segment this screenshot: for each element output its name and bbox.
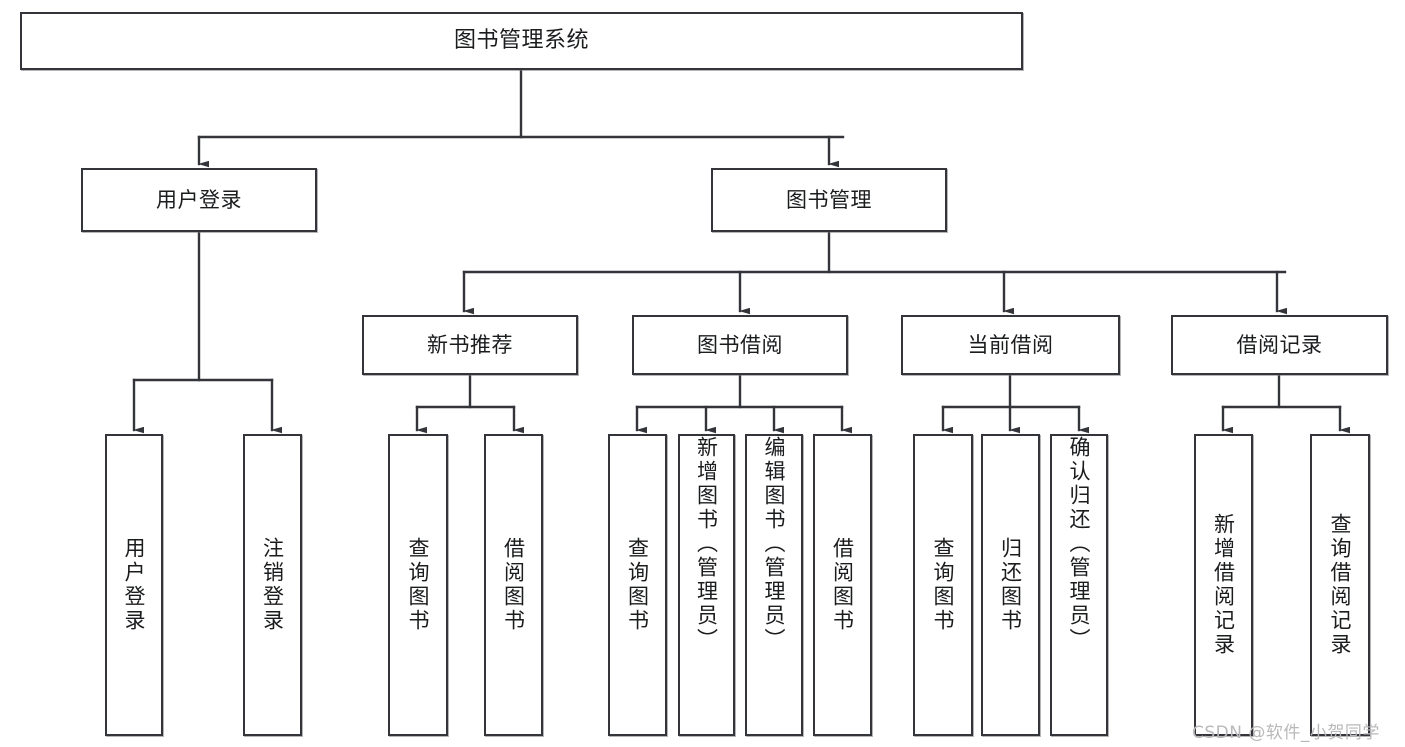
leaf-query-book-borrow[interactable]: 查询图书 xyxy=(608,434,667,736)
leaf-user-login[interactable]: 用户登录 xyxy=(105,434,163,736)
leaf-borrow-book-newbook-label: 借阅图书 xyxy=(501,537,526,633)
leaf-add-borrow-record[interactable]: 新增借阅记录 xyxy=(1194,434,1253,736)
leaf-query-book-newbook[interactable]: 查询图书 xyxy=(388,434,448,736)
leaf-logout[interactable]: 注销登录 xyxy=(243,434,302,736)
leaf-confirm-return-admin[interactable]: 确认归还（管理员） xyxy=(1050,434,1108,736)
leaf-logout-label: 注销登录 xyxy=(260,537,285,633)
leaf-user-login-label: 用户登录 xyxy=(122,537,147,633)
leaf-query-book-newbook-label: 查询图书 xyxy=(406,537,431,633)
node-current-borrow[interactable]: 当前借阅 xyxy=(901,315,1120,375)
node-book-management[interactable]: 图书管理 xyxy=(711,168,947,232)
watermark: CSDN @软件_小贺同学 xyxy=(1192,723,1380,743)
leaf-edit-book-admin[interactable]: 编辑图书（管理员） xyxy=(745,434,803,736)
leaf-borrow-book-label: 借阅图书 xyxy=(830,537,855,633)
node-new-book-recommend[interactable]: 新书推荐 xyxy=(362,315,578,375)
node-borrow-record-label: 借阅记录 xyxy=(1236,332,1323,357)
node-book-management-label: 图书管理 xyxy=(786,187,872,212)
leaf-borrow-book[interactable]: 借阅图书 xyxy=(813,434,872,736)
leaf-return-book-label: 归还图书 xyxy=(998,537,1023,633)
node-user-login-label: 用户登录 xyxy=(156,187,242,212)
node-user-login[interactable]: 用户登录 xyxy=(81,168,317,232)
leaf-return-book[interactable]: 归还图书 xyxy=(981,434,1040,736)
node-borrow-record[interactable]: 借阅记录 xyxy=(1171,315,1388,375)
node-current-borrow-label: 当前借阅 xyxy=(967,332,1054,357)
node-book-borrow-label: 图书借阅 xyxy=(697,332,783,357)
leaf-borrow-book-newbook[interactable]: 借阅图书 xyxy=(484,434,543,736)
node-root-label: 图书管理系统 xyxy=(453,28,589,54)
leaf-add-book-admin[interactable]: 新增图书（管理员） xyxy=(678,434,735,736)
leaf-confirm-return-admin-label: 确认归还（管理员） xyxy=(1067,436,1092,652)
node-new-book-recommend-label: 新书推荐 xyxy=(427,332,513,357)
leaf-add-book-admin-label: 新增图书（管理员） xyxy=(694,436,719,652)
node-root[interactable]: 图书管理系统 xyxy=(20,12,1023,70)
leaf-query-book-borrow-label: 查询图书 xyxy=(625,537,650,633)
leaf-edit-book-admin-label: 编辑图书（管理员） xyxy=(762,436,787,652)
node-book-borrow[interactable]: 图书借阅 xyxy=(632,315,848,375)
leaf-query-book-current-label: 查询图书 xyxy=(931,537,956,633)
leaf-query-borrow-record[interactable]: 查询借阅记录 xyxy=(1310,434,1370,736)
leaf-query-borrow-record-label: 查询借阅记录 xyxy=(1328,513,1353,657)
leaf-query-book-current[interactable]: 查询图书 xyxy=(913,434,973,736)
leaf-add-borrow-record-label: 新增借阅记录 xyxy=(1211,513,1236,657)
